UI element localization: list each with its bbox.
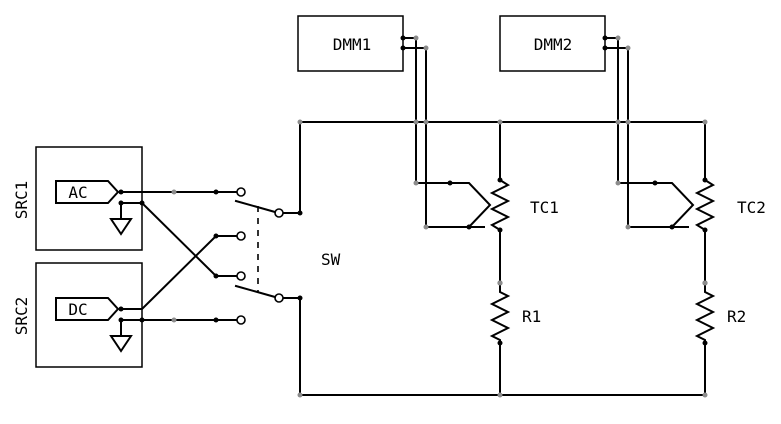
ac-label: AC	[68, 183, 87, 202]
bus-junctions	[297, 119, 708, 398]
tc1-label: TC1	[530, 198, 559, 217]
r1-resistor: R1	[489, 280, 541, 346]
r2-resistor: R2	[694, 280, 746, 346]
dmm2-meter: DMM2	[499, 15, 689, 228]
r1-label: R1	[522, 307, 541, 326]
dmm1-meter: DMM1	[297, 15, 485, 228]
tc1-thermocouple: TC1	[413, 177, 559, 233]
sw-label: SW	[321, 250, 341, 269]
tc2-thermocouple: TC2	[615, 177, 766, 233]
switch-sw: SW	[234, 187, 341, 325]
src1-source: SRC1 AC	[12, 146, 145, 251]
dc-label: DC	[68, 300, 87, 319]
src2-label: SRC2	[12, 297, 31, 336]
dmm2-label: DMM2	[534, 35, 573, 54]
src2-source: SRC2 DC	[12, 262, 145, 368]
dmm1-label: DMM1	[333, 35, 372, 54]
tc2-label: TC2	[737, 198, 766, 217]
r2-label: R2	[727, 307, 746, 326]
src1-label: SRC1	[12, 181, 31, 220]
source-switch-wiring	[120, 189, 238, 323]
main-wiring	[282, 121, 706, 396]
